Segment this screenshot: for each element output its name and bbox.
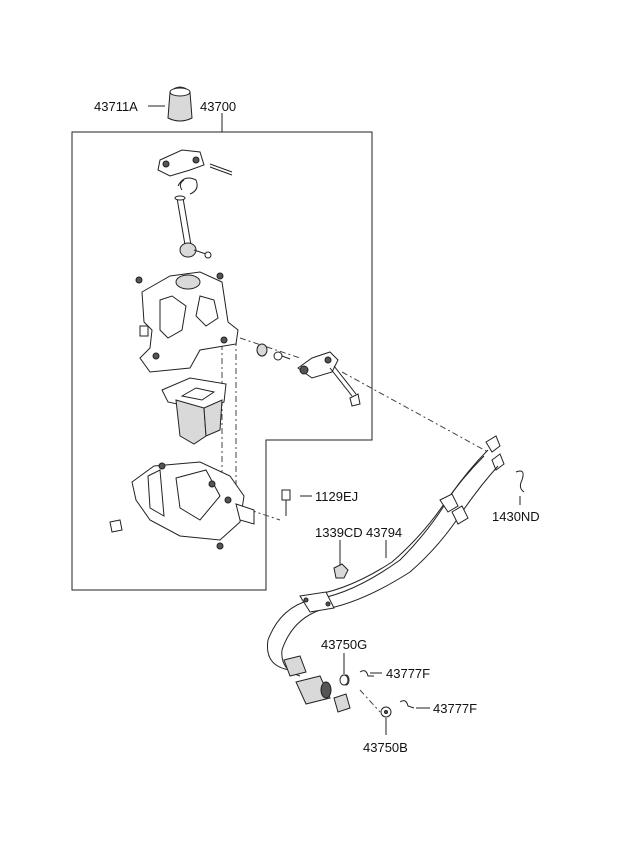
select-lever-part: [297, 351, 361, 407]
label-43777F-upper: 43777F: [386, 666, 430, 681]
label-43750G: 43750G: [321, 637, 367, 652]
snap-ring-part: [177, 177, 198, 195]
cable-bushing-part: [283, 655, 351, 713]
bolt-part: [281, 489, 291, 516]
lever-top-bracket-part: [157, 149, 233, 177]
shift-knob-part: [167, 86, 193, 122]
assembly-group-frame: [71, 131, 373, 591]
label-43777F-lower: 43777F: [433, 701, 477, 716]
label-43750B: 43750B: [363, 740, 408, 755]
label-43711A: 43711A: [94, 99, 138, 114]
lower-bracket-part: [109, 461, 255, 550]
shift-cable-part: [266, 449, 499, 677]
lever-housing-part: [135, 271, 239, 373]
nut-part: [333, 563, 349, 579]
leader-lines: [148, 105, 521, 735]
assembly-dash-lines: [221, 330, 489, 713]
bushing-parts: [256, 343, 291, 361]
gate-plate-part: [161, 377, 227, 445]
label-1129EJ: 1129EJ: [315, 489, 358, 504]
label-1339CD: 1339CD: [315, 525, 363, 540]
label-43794: 43794: [366, 525, 402, 540]
label-43700: 43700: [200, 99, 236, 114]
lever-rod-part: [174, 195, 212, 259]
washer-pin-parts: [339, 670, 415, 718]
cable-end-part: [485, 435, 525, 493]
label-1430ND: 1430ND: [492, 509, 540, 524]
